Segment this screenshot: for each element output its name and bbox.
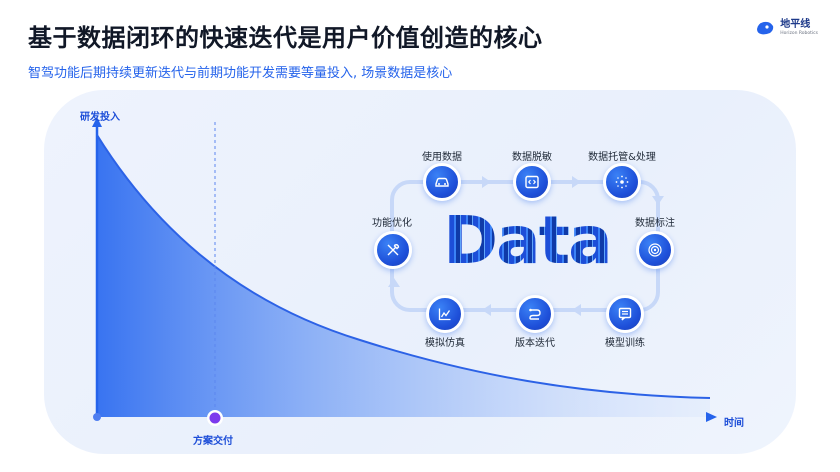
- document-icon: [618, 307, 632, 321]
- logo-name-en: Horizon Robotics: [780, 31, 818, 36]
- horizon-logo-icon: [757, 22, 774, 35]
- car-icon: [435, 177, 449, 187]
- y-axis-arrow: [92, 117, 102, 127]
- logo: 地平线 Horizon Robotics: [755, 20, 818, 37]
- node-function-optimize: [374, 231, 412, 269]
- x-axis-arrow: [706, 412, 717, 422]
- y-axis-label: 研发投入: [80, 112, 120, 123]
- node-use-data: [423, 163, 461, 201]
- tools-icon: [387, 244, 400, 256]
- target-icon: [648, 243, 662, 257]
- sparkle-icon: [615, 175, 629, 189]
- node-simulation: [426, 295, 464, 333]
- loop-arrow: [572, 176, 581, 188]
- node-model-training: [606, 295, 644, 333]
- node-label: 版本迭代: [515, 338, 555, 349]
- milestone-dot: [209, 412, 221, 424]
- investment-area: [97, 135, 710, 417]
- route-icon: [529, 308, 541, 320]
- node-label: 数据标注: [635, 218, 675, 229]
- node-label: 功能优化: [372, 218, 412, 229]
- node-data-labeling: [636, 231, 674, 269]
- page-title: 基于数据闭环的快速迭代是用户价值创造的核心: [28, 24, 543, 52]
- code-screen-icon: [525, 175, 539, 189]
- node-label: 数据脱敏: [512, 152, 552, 163]
- node-label: 使用数据: [422, 152, 462, 163]
- page-subtitle: 智驾功能后期持续更新迭代与前期功能开发需要等量投入, 场景数据是核心: [28, 66, 453, 81]
- node-label: 模型训练: [605, 338, 645, 349]
- loop-arrow: [482, 176, 491, 188]
- loop-arrow: [388, 278, 400, 287]
- node-label: 数据托管&处理: [588, 152, 656, 163]
- loop-arrow: [572, 304, 581, 316]
- loop-arrow: [482, 304, 491, 316]
- investment-curve-line: [96, 134, 711, 399]
- node-version-iteration: [516, 295, 554, 333]
- loop-arrow: [652, 196, 664, 205]
- logo-name-cn: 地平线: [780, 19, 811, 30]
- x-axis-label: 时间: [724, 418, 744, 429]
- origin-dot: [93, 413, 101, 421]
- node-data-desensitize: [513, 163, 551, 201]
- data-center-text: Data: [437, 206, 617, 276]
- milestone-label: 方案交付: [193, 436, 233, 447]
- node-data-hosting: [603, 163, 641, 201]
- chart-icon: [438, 308, 451, 321]
- node-label: 模拟仿真: [425, 338, 465, 349]
